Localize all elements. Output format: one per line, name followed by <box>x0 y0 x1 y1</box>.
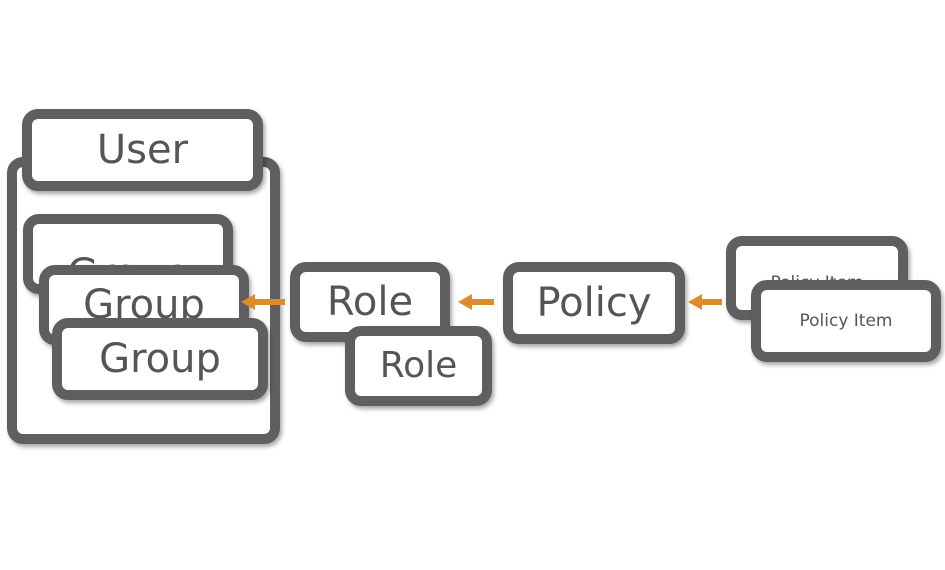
group-label-3: Group <box>99 336 221 382</box>
policy-item-box-2: Policy Item <box>751 280 941 362</box>
user-label: User <box>96 127 189 173</box>
policy-item-label-2: Policy Item <box>799 310 893 331</box>
role-box-2: Role <box>345 326 492 406</box>
policy-label: Policy <box>536 280 652 326</box>
policy-box: Policy <box>503 262 685 344</box>
role-label-1: Role <box>326 279 414 325</box>
user-box: User <box>22 109 263 191</box>
arrow-left-icon <box>458 294 494 310</box>
arrow-left-icon <box>241 294 285 310</box>
group-box-3: Group <box>52 318 268 400</box>
role-label-2: Role <box>379 345 458 386</box>
arrow-left-icon <box>688 294 722 310</box>
